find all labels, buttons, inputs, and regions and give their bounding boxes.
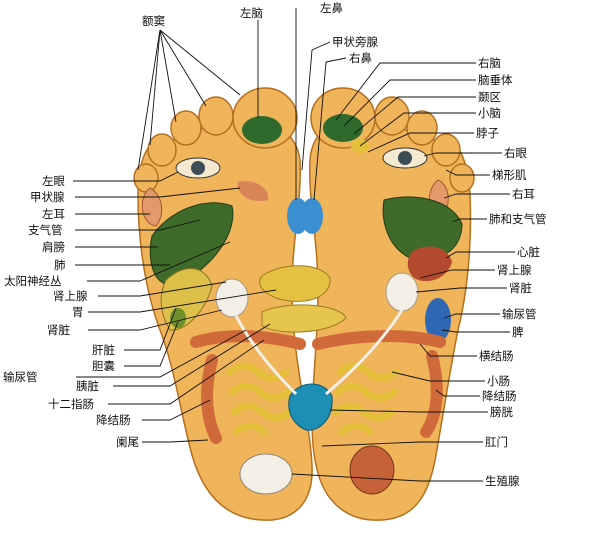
label-trapezius: 梯形肌	[492, 168, 527, 182]
label-bladder: 膀胱	[490, 405, 513, 419]
right-nose-area	[301, 198, 323, 234]
right-kidney	[385, 272, 419, 312]
label-heart: 心脏	[517, 245, 540, 259]
top-labels: 额窦 左脑 左鼻 甲状旁腺 右鼻	[142, 1, 378, 65]
label-left-brain: 左脑	[240, 6, 263, 20]
left-toe-4	[147, 133, 177, 167]
label-lung-bronchi: 肺和支气管	[489, 212, 547, 226]
label-transverse-colon: 横结肠	[479, 349, 514, 363]
label-descending-colon-left: 降结肠	[96, 413, 131, 427]
label-right-nose: 右鼻	[349, 51, 372, 65]
right-eye-iris	[398, 151, 412, 165]
label-kidney-left: 肾脏	[47, 323, 70, 337]
left-small-intestine	[226, 362, 294, 436]
label-neck: 脖子	[476, 126, 499, 140]
label-lung: 肺	[54, 258, 66, 272]
label-left-nose: 左鼻	[320, 1, 343, 15]
leader-lines	[73, 8, 515, 482]
label-adrenal-left: 肾上腺	[53, 289, 88, 303]
left-reproductive-gland	[239, 453, 293, 495]
right-toe-2	[374, 96, 410, 136]
label-ureter-left: 输尿管	[3, 370, 38, 384]
label-temporal: 颞区	[478, 90, 501, 104]
label-left-ear: 左耳	[42, 207, 65, 221]
label-kidney-right: 肾脏	[509, 281, 532, 295]
label-spleen: 脾	[512, 325, 524, 339]
right-toe-5	[449, 163, 475, 193]
left-toe-3	[170, 110, 202, 146]
pancreas-area	[261, 304, 347, 333]
label-right-ear: 右耳	[512, 187, 535, 201]
label-bronchi: 支气管	[28, 223, 63, 237]
label-reproductive: 生殖腺	[485, 474, 520, 488]
right-labels: 右脑 脑垂体 颞区 小脑 脖子 右眼 梯形肌 右耳 肺和支气管 心脏 肾上腺 肾…	[476, 56, 547, 488]
left-labels: 左眼 甲状腺 左耳 支气管 肩膀 肺 太阳神经丛 肾上腺 胃 肾脏 肝脏 胆囊 …	[3, 174, 139, 449]
bladder-area	[288, 383, 333, 431]
label-right-eye: 右眼	[504, 146, 527, 160]
left-kidney	[215, 278, 249, 318]
label-duodenum: 十二指肠	[48, 397, 94, 411]
label-shoulder: 肩膀	[42, 240, 65, 254]
right-reproductive-gland	[349, 445, 395, 495]
organs	[141, 114, 463, 495]
right-toe-3	[406, 110, 438, 146]
label-descending-colon-right: 降结肠	[482, 389, 517, 403]
label-adrenal-right: 肾上腺	[497, 263, 532, 277]
label-cerebellum: 小脑	[478, 106, 501, 120]
label-small-intestine: 小肠	[487, 374, 510, 388]
label-stomach: 胃	[72, 305, 84, 319]
right-small-intestine	[332, 362, 400, 436]
label-appendix: 阑尾	[116, 435, 139, 449]
stomach-area	[259, 265, 331, 302]
left-brain-area	[242, 116, 282, 144]
spleen-area	[425, 298, 451, 342]
left-descending-colon	[201, 354, 222, 444]
label-parathyroid: 甲状旁腺	[332, 35, 378, 49]
transverse-colon-right	[312, 330, 446, 350]
label-right-brain: 右脑	[478, 56, 501, 70]
right-brain-area	[323, 114, 363, 142]
label-frontal-sinus: 额窦	[142, 14, 165, 28]
label-pancreas: 胰脏	[76, 379, 99, 393]
label-liver: 肝脏	[92, 343, 115, 357]
label-pituitary: 脑垂体	[478, 73, 513, 87]
right-descending-colon	[420, 350, 443, 438]
label-ureter-right: 输尿管	[502, 307, 537, 321]
label-thyroid: 甲状腺	[30, 190, 65, 204]
right-toe-4	[431, 133, 461, 167]
label-anus: 肛门	[485, 435, 508, 449]
left-toe-2	[198, 96, 234, 136]
ureter-lines	[234, 309, 404, 396]
left-toe-5	[133, 163, 159, 193]
label-solar-plexus: 太阳神经丛	[4, 274, 62, 288]
thyroid-area	[237, 181, 269, 202]
label-left-eye: 左眼	[42, 174, 65, 188]
left-eye-iris	[191, 161, 205, 175]
right-lung-area	[382, 196, 463, 260]
left-ear	[141, 187, 163, 227]
label-gallbladder: 胆囊	[92, 359, 115, 373]
